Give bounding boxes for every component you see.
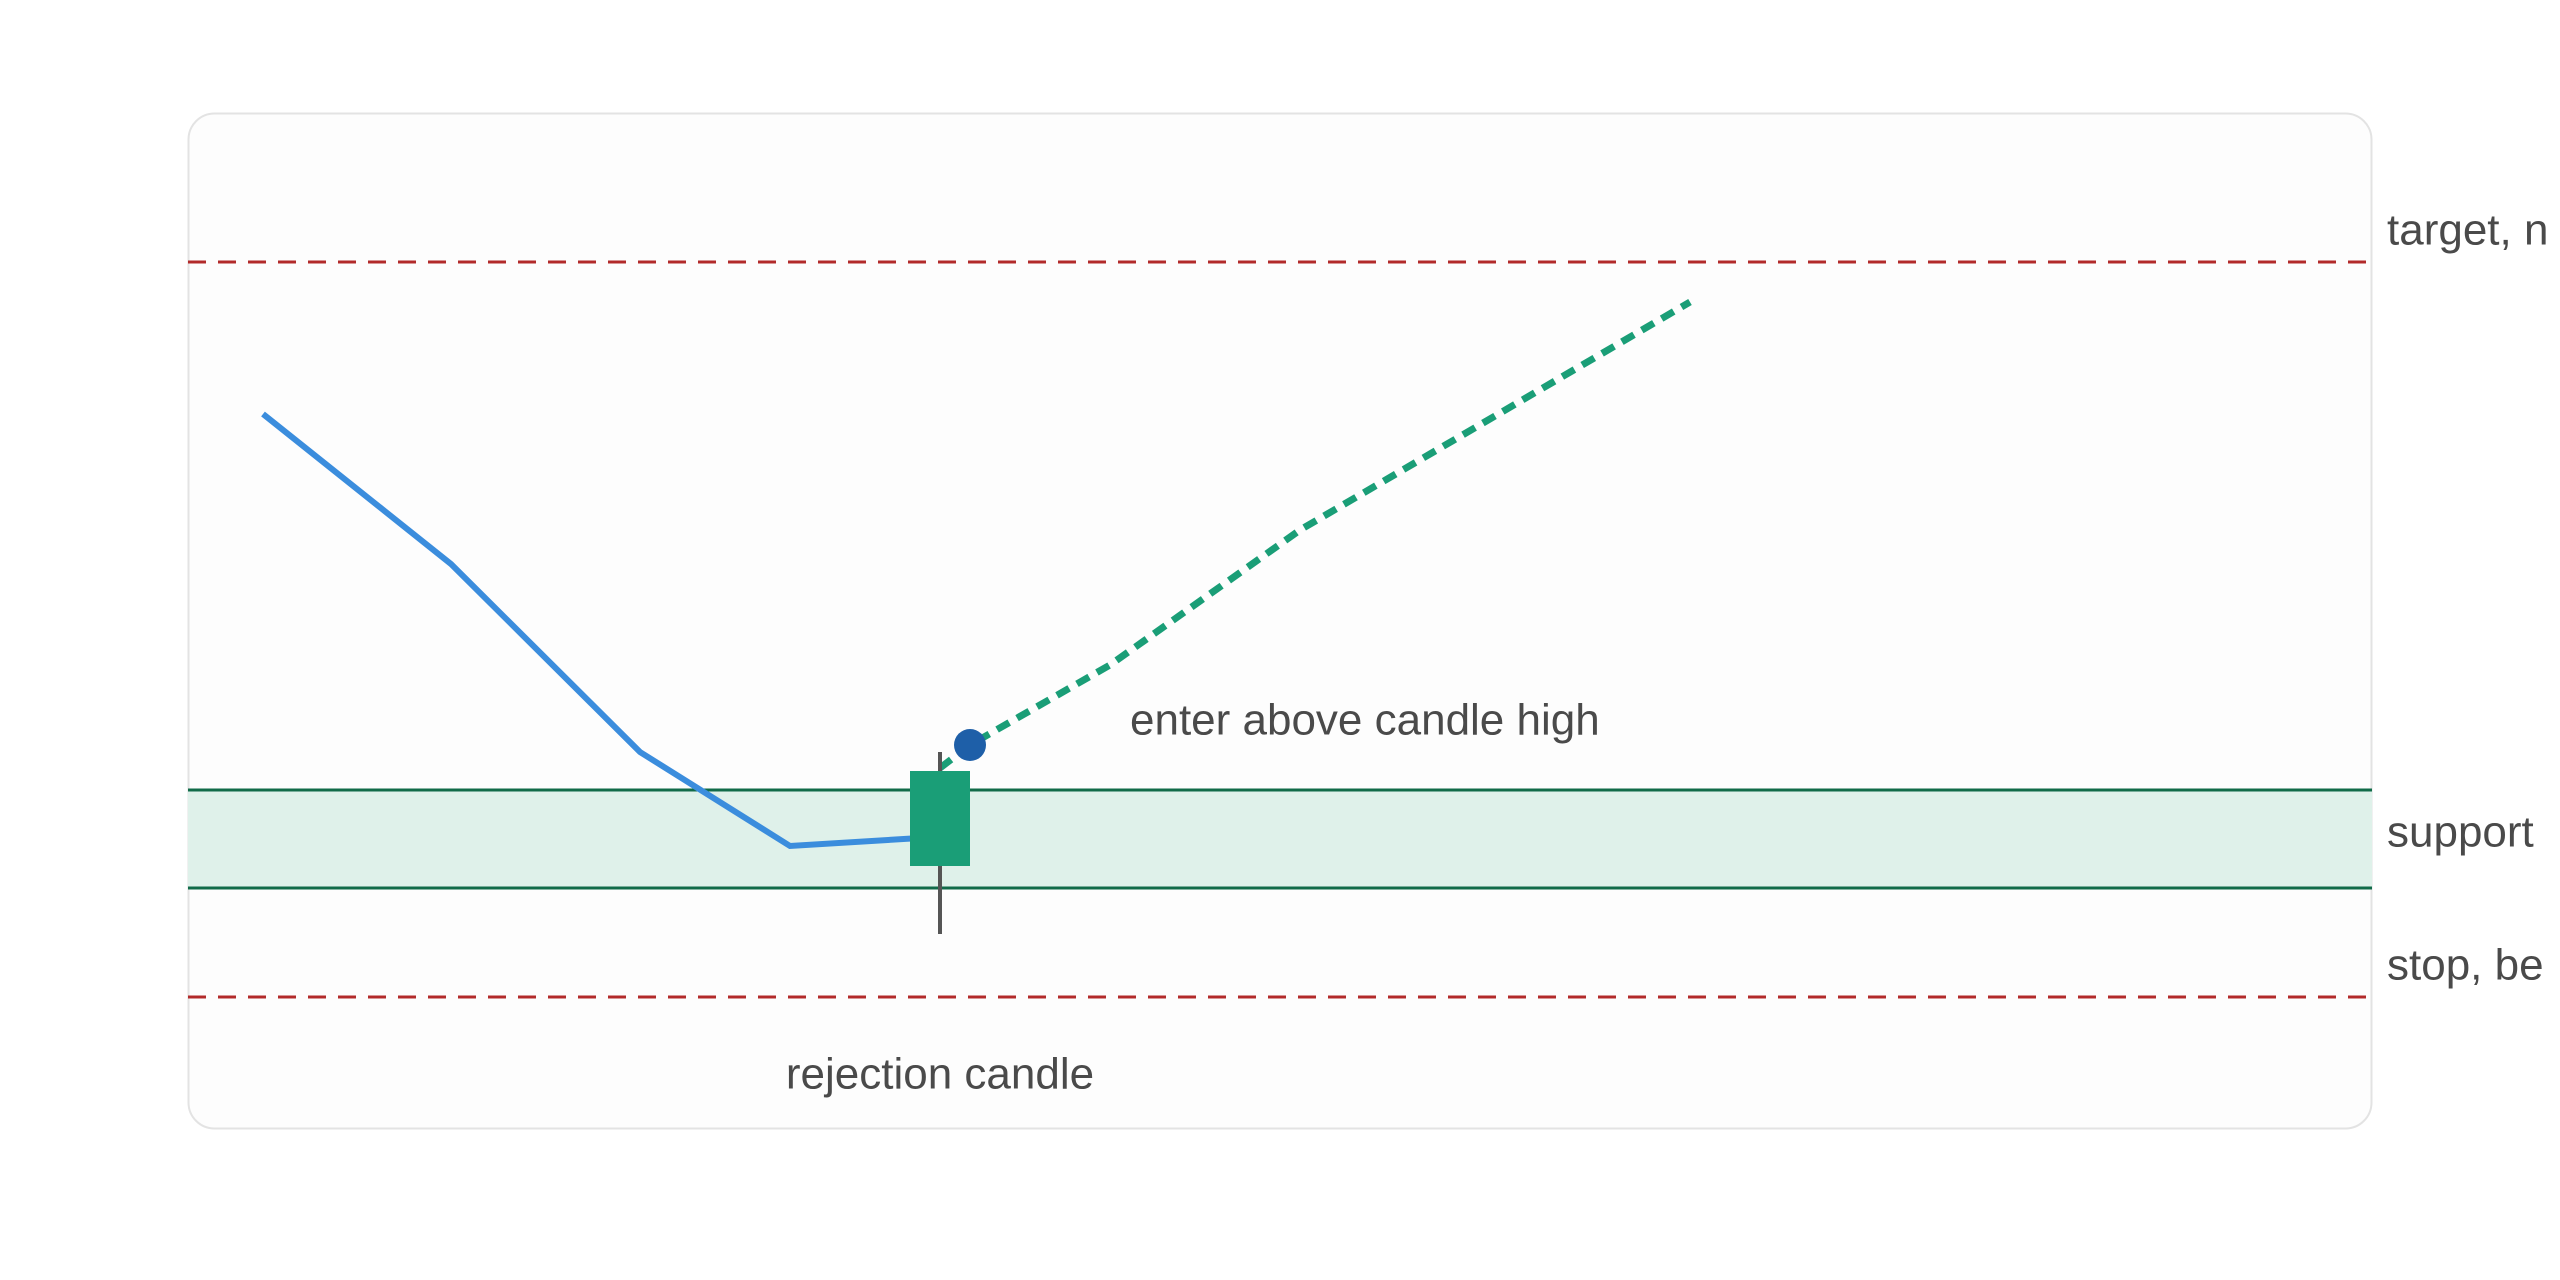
candle-label: rejection candle xyxy=(786,1050,1094,1099)
target-label: target, n xyxy=(2387,206,2548,255)
support-zone xyxy=(188,790,2372,888)
support-label: support xyxy=(2387,808,2534,857)
entry-label: enter above candle high xyxy=(1130,696,1600,745)
entry-marker xyxy=(954,729,986,761)
candle-body xyxy=(910,771,970,866)
plot-frame xyxy=(187,112,2373,1130)
price-line xyxy=(261,411,921,850)
stop-label: stop, be xyxy=(2387,941,2544,990)
